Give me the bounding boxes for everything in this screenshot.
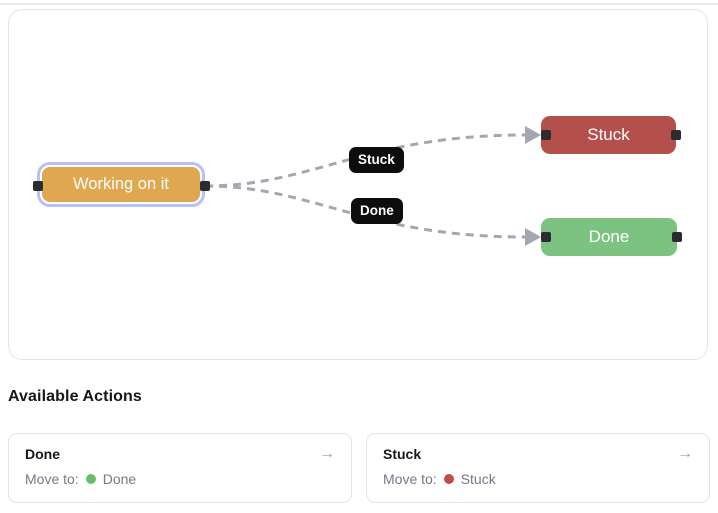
arrowhead-to-stuck-icon bbox=[525, 126, 541, 144]
top-divider bbox=[0, 3, 718, 5]
edges-layer bbox=[204, 126, 541, 246]
action-card-done-title: Done bbox=[25, 446, 60, 462]
move-to-label: Move to: bbox=[383, 471, 437, 487]
edge-label-stuck: Stuck bbox=[349, 147, 404, 173]
available-actions-heading: Available Actions bbox=[8, 388, 142, 405]
handle-stuck-left[interactable] bbox=[541, 130, 551, 140]
handle-working-right[interactable] bbox=[200, 181, 210, 191]
move-to-target: Stuck bbox=[460, 471, 496, 487]
arrow-right-icon: → bbox=[677, 445, 693, 462]
handle-done-left[interactable] bbox=[541, 232, 551, 242]
node-stuck[interactable]: Stuck bbox=[541, 116, 676, 154]
action-card-stuck[interactable]: Stuck → Move to: Stuck bbox=[366, 433, 710, 503]
handle-done-right[interactable] bbox=[672, 232, 682, 242]
arrowhead-to-done-icon bbox=[525, 228, 541, 246]
edge-working-to-stuck bbox=[204, 133, 526, 188]
node-done[interactable]: Done bbox=[541, 218, 677, 256]
handle-stuck-right[interactable] bbox=[671, 130, 681, 140]
status-dot-stuck bbox=[443, 474, 454, 484]
handle-working-left[interactable] bbox=[33, 181, 43, 191]
status-dot-done bbox=[85, 474, 96, 484]
actions-cards-row: Done → Move to: Done Stuck → Move to: St… bbox=[8, 433, 710, 503]
action-card-stuck-title: Stuck bbox=[383, 446, 422, 462]
edge-working-to-done bbox=[204, 184, 526, 239]
move-to-target: Done bbox=[102, 471, 137, 487]
arrow-right-icon: → bbox=[319, 445, 335, 462]
node-working-on-it-body[interactable]: Working on it bbox=[42, 167, 200, 202]
node-working-on-it[interactable]: Working on it bbox=[37, 162, 205, 207]
action-card-done[interactable]: Done → Move to: Done bbox=[8, 433, 352, 503]
edge-label-done: Done bbox=[351, 198, 403, 224]
move-to-label: Move to: bbox=[25, 471, 79, 487]
workflow-canvas[interactable]: Stuck Done Working on it Stuck Done bbox=[8, 9, 708, 360]
